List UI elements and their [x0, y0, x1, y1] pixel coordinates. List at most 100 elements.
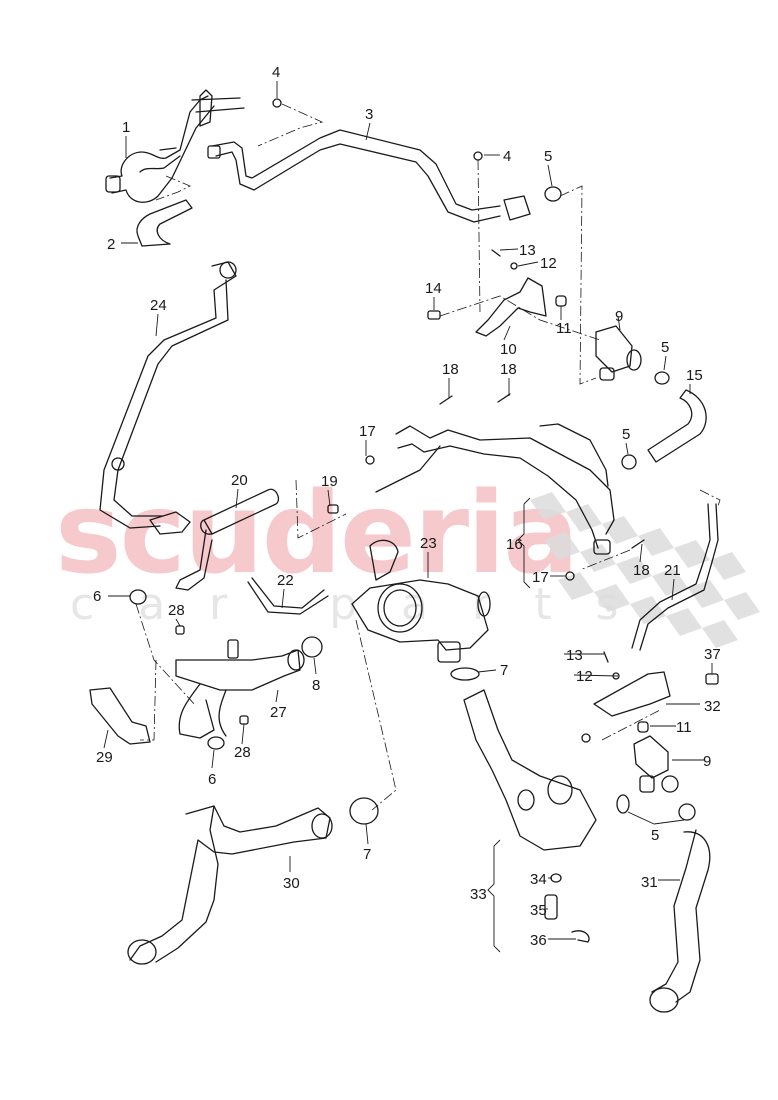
- part-30-hose: [127, 805, 333, 965]
- callout-4[interactable]: 4: [503, 148, 512, 165]
- callout-4[interactable]: 4: [272, 64, 281, 81]
- callout-19[interactable]: 19: [321, 473, 338, 490]
- part-23-thermostat-housing: [351, 539, 491, 663]
- part-10-bracket: [475, 277, 547, 337]
- callout-12[interactable]: 12: [576, 668, 593, 685]
- part-29-hose-end: [89, 687, 151, 745]
- part-35-sensor: [544, 894, 558, 920]
- part-13-screw-b: [603, 651, 609, 663]
- part-19-bolt: [327, 504, 339, 514]
- part-8-clamp: [301, 636, 323, 658]
- callout-3[interactable]: 3: [365, 106, 374, 123]
- callout-23[interactable]: 23: [420, 535, 437, 552]
- part-9-pump-a: [595, 325, 642, 381]
- callout-7[interactable]: 7: [363, 846, 372, 863]
- part-3-pipe: [207, 129, 531, 223]
- part-27-hose-junction: [175, 639, 305, 739]
- callout-14[interactable]: 14: [425, 280, 442, 297]
- part-31-hose: [649, 829, 711, 1013]
- part-33-hose-manifold: [463, 689, 597, 851]
- callout-15[interactable]: 15: [686, 367, 703, 384]
- checkered-flag-icon: [530, 492, 760, 648]
- part-4-bolt-c: [581, 733, 591, 743]
- callout-22[interactable]: 22: [277, 572, 294, 589]
- callout-33[interactable]: 33: [470, 886, 487, 903]
- part-18-bolt-b: [497, 393, 511, 403]
- callout-20[interactable]: 20: [231, 472, 248, 489]
- part-18-bolt-a: [439, 395, 453, 405]
- callout-17[interactable]: 17: [532, 569, 549, 586]
- callout-28[interactable]: 28: [168, 602, 185, 619]
- part-34-oring: [550, 873, 562, 883]
- part-11-grommet-a: [555, 295, 567, 307]
- part-5-clamp-d: [616, 794, 630, 814]
- part-5-clamp-e: [678, 803, 696, 821]
- callout-12[interactable]: 12: [540, 255, 557, 272]
- part-1-hose-assembly: [105, 89, 245, 203]
- part-24-pipe: [99, 261, 237, 535]
- callout-8[interactable]: 8: [312, 677, 321, 694]
- callout-18[interactable]: 18: [500, 361, 517, 378]
- part-28-bolt-b: [239, 715, 249, 725]
- part-28-bolt-a: [175, 625, 185, 635]
- callout-31[interactable]: 31: [641, 874, 658, 891]
- callout-18[interactable]: 18: [442, 361, 459, 378]
- part-4-bolt-b: [473, 151, 483, 161]
- part-32-bracket: [593, 671, 671, 717]
- part-17-oring-a: [365, 455, 375, 465]
- callout-28[interactable]: 28: [234, 744, 251, 761]
- callout-17[interactable]: 17: [359, 423, 376, 440]
- callout-11[interactable]: 11: [556, 320, 572, 337]
- callout-5[interactable]: 5: [661, 339, 670, 356]
- callout-7[interactable]: 7: [500, 662, 509, 679]
- callout-27[interactable]: 27: [270, 704, 287, 721]
- callout-24[interactable]: 24: [150, 297, 167, 314]
- part-12-nut-a: [510, 262, 518, 270]
- callout-36[interactable]: 36: [530, 932, 547, 949]
- callout-2[interactable]: 2: [107, 236, 116, 253]
- watermark-tagline: car parts: [70, 579, 663, 630]
- callout-9[interactable]: 9: [703, 753, 712, 770]
- callout-37[interactable]: 37: [704, 646, 721, 663]
- part-16-hose-assembly: [375, 423, 615, 555]
- callout-5[interactable]: 5: [651, 827, 660, 844]
- part-5-clamp-b: [654, 371, 670, 385]
- callout-35[interactable]: 35: [530, 902, 547, 919]
- callout-5[interactable]: 5: [544, 148, 553, 165]
- callout-6[interactable]: 6: [93, 588, 102, 605]
- part-2-hose: [136, 199, 193, 247]
- callout-9[interactable]: 9: [615, 308, 624, 325]
- part-9-pump-b: [633, 735, 679, 793]
- callout-32[interactable]: 32: [704, 698, 721, 715]
- watermark-brand: scuderia: [55, 469, 579, 599]
- part-6-clamp-a: [129, 589, 147, 605]
- part-11-grommet-b: [637, 721, 649, 733]
- part-22-hose: [247, 577, 329, 615]
- callout-29[interactable]: 29: [96, 749, 113, 766]
- part-7-clamp-b: [349, 797, 379, 825]
- callout-13[interactable]: 13: [519, 242, 536, 259]
- callout-5[interactable]: 5: [622, 426, 631, 443]
- callout-30[interactable]: 30: [283, 875, 300, 892]
- part-37-connector: [705, 673, 719, 685]
- part-4-bolt-a: [272, 98, 282, 108]
- callout-6[interactable]: 6: [208, 771, 217, 788]
- part-13-screw-a: [491, 249, 501, 257]
- callout-18[interactable]: 18: [633, 562, 650, 579]
- callout-1[interactable]: 1: [122, 119, 131, 136]
- part-5-clamp-c: [621, 454, 637, 470]
- callout-11[interactable]: 11: [676, 719, 692, 736]
- callout-13[interactable]: 13: [566, 647, 583, 664]
- callout-10[interactable]: 10: [500, 341, 517, 358]
- assembly-lines: [135, 103, 721, 811]
- callout-34[interactable]: 34: [530, 871, 547, 888]
- part-7-clamp-a: [450, 667, 480, 681]
- part-20-sleeve: [175, 488, 280, 591]
- callout-16[interactable]: 16: [506, 536, 523, 553]
- part-6-clamp-b: [207, 736, 225, 750]
- callout-21[interactable]: 21: [664, 562, 681, 579]
- part-36-clip: [571, 930, 590, 943]
- part-15-hose: [647, 389, 707, 463]
- part-14-bolt: [427, 310, 441, 320]
